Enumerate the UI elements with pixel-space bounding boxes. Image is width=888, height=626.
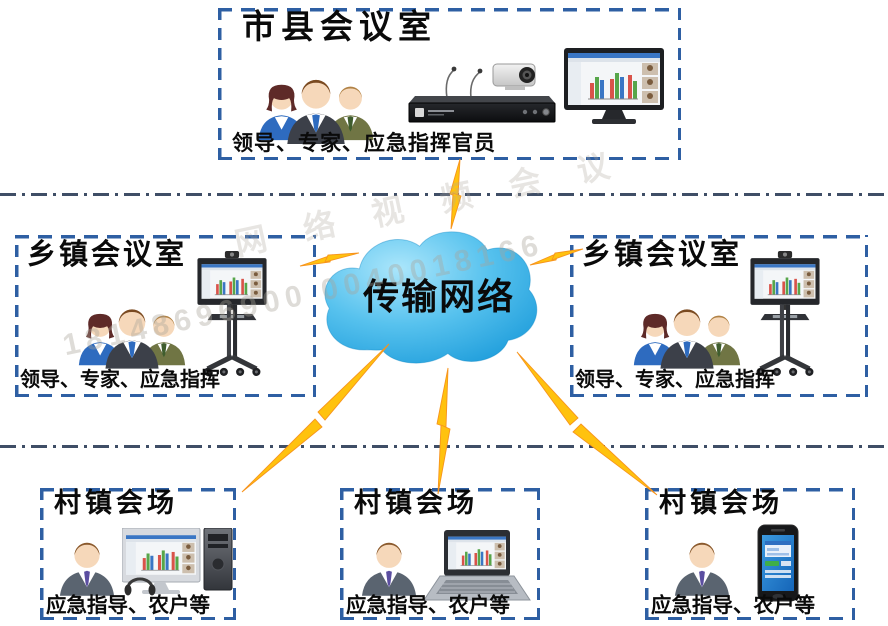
township-room-right-box: 乡镇会议室 领导、专家、应急指挥 bbox=[570, 235, 868, 397]
official-person-icon bbox=[58, 534, 116, 596]
village-site-right-box: 村镇会场 应急指导、农户等 bbox=[645, 488, 855, 620]
cloud-shape-icon bbox=[324, 231, 538, 364]
box-caption: 应急指导、农户等 bbox=[651, 595, 815, 617]
tv-on-cart-icon bbox=[195, 251, 269, 377]
box-caption: 应急指导、农户等 bbox=[46, 595, 210, 617]
box-title: 村镇会场 bbox=[54, 488, 178, 518]
conference-monitor-icon bbox=[564, 48, 664, 128]
officials-group-icon bbox=[70, 287, 194, 369]
box-caption: 应急指导、农户等 bbox=[346, 595, 510, 617]
box-title: 市县会议室 bbox=[242, 10, 437, 46]
network-cloud: 传输网络 bbox=[298, 218, 562, 378]
box-title: 乡镇会议室 bbox=[27, 239, 188, 271]
box-title: 村镇会场 bbox=[354, 488, 478, 518]
officials-group-icon bbox=[625, 287, 749, 369]
box-title: 村镇会场 bbox=[659, 488, 783, 518]
box-caption: 领导、专家、应急指挥 bbox=[20, 369, 220, 391]
tier-divider-bottom bbox=[0, 445, 888, 448]
box-caption: 领导、专家、应急指挥官员 bbox=[232, 131, 496, 155]
village-site-left-box: 村镇会场 应急指导、农户等 bbox=[40, 488, 236, 620]
township-room-left-box: 乡镇会议室 领导、专家、应急指挥 bbox=[15, 235, 316, 397]
official-person-icon bbox=[673, 534, 731, 596]
video-codec-with-camera-icon bbox=[406, 56, 558, 128]
box-title: 乡镇会议室 bbox=[582, 239, 743, 271]
tv-on-cart-icon bbox=[748, 251, 822, 377]
village-site-middle-box: 村镇会场 应急指导、农户等 bbox=[340, 488, 540, 620]
tier-divider-top bbox=[0, 193, 888, 196]
official-person-icon bbox=[360, 534, 418, 596]
cloud-label: 传输网络 bbox=[363, 276, 516, 317]
box-caption: 领导、专家、应急指挥 bbox=[575, 369, 775, 391]
city-conference-room-box: 市县会议室 领导、专家、应急指挥官员 bbox=[218, 8, 681, 160]
